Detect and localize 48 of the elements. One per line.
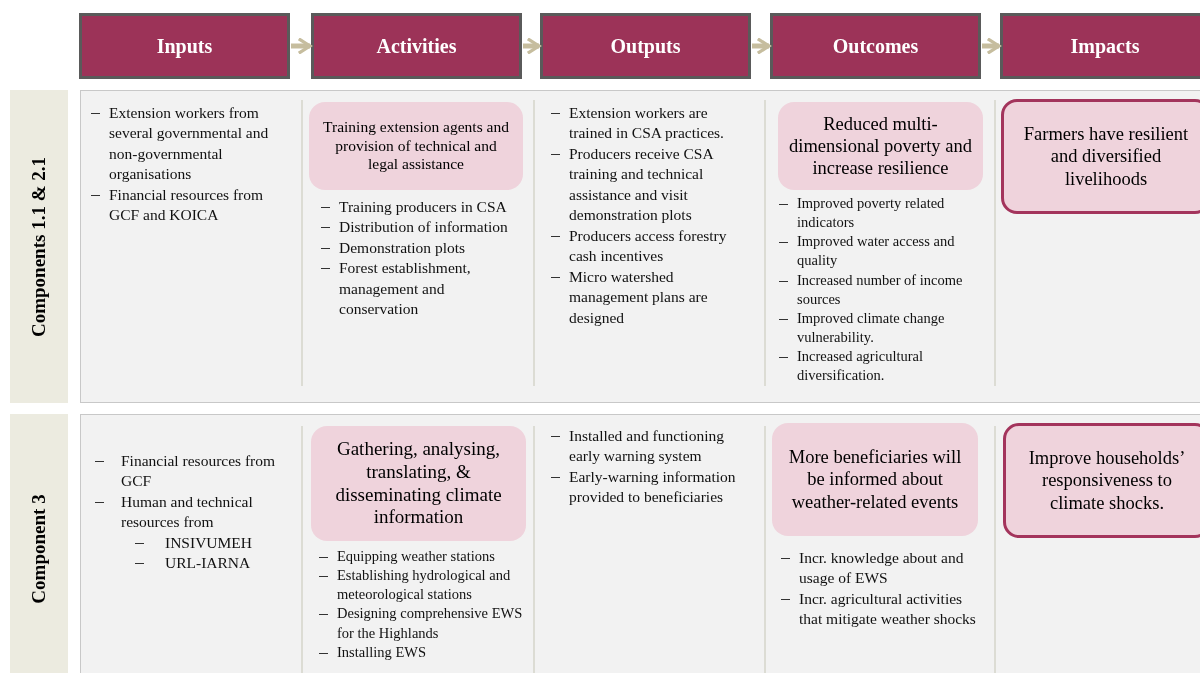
result-box: Gathering, analysing, translating, & disseminating climate information [311,426,526,541]
list-item: Incr. agricultural activities that mitigate weather shocks [779,588,984,630]
stage-header: Activities [311,13,522,79]
list-item: Improved poverty related indicators [777,194,989,233]
list-item: Improved water access and quality [777,232,989,271]
list-item: Training producers in CSA [319,197,519,218]
list-item: Producers receive CSA training and technical assistance and visit demonstration plots [549,143,754,226]
component-title: Component 3 [28,494,50,604]
impact-box: Improve households’ responsiveness to climate shocks. [1003,423,1200,538]
list-item: Increased agricultural diversification. [777,347,989,386]
list-item: Demonstration plots [319,237,519,259]
stage-header: Impacts [1000,13,1200,79]
sub-list-item: URL-IARNA [89,553,294,574]
list-item: Equipping weather stations [317,547,529,567]
list-item: Improved climate change vulnerability. [777,308,989,348]
stage-header: Inputs [79,13,290,79]
stage-header: Outcomes [770,13,981,79]
list-item: Financial resources from GCF and KOICA [89,184,289,226]
list-item: Extension workers are trained in CSA practices. [549,103,754,144]
list-item: Human and technical resources from [89,491,294,533]
list-item: Installed and functioning early warning system [549,426,754,467]
list-item: Extension workers from several governmental and non-governmental organisations [89,103,289,185]
list-item: Early-warning information provided to beneficiaries [549,466,754,508]
list-item: Establishing hydrological and meteorological stations [317,566,529,605]
arrow [752,37,771,55]
list-item: Micro watershed management plans are designed [549,266,754,328]
result-box: More beneficiaries will be informed about weather-related events [772,423,978,536]
arrow [982,37,1001,55]
arrow [523,37,541,55]
result-box: Training extension agents and provision of technical and legal assistance [309,102,523,190]
list-item: Distribution of information [319,217,519,238]
list-item: Producers access forestry cash incentives [549,225,754,267]
side-tab [10,414,68,673]
arrow [291,37,312,55]
component-title: Components 1.1 & 2.1 [28,156,50,337]
sub-list-item: INSIVUMEH [89,532,294,554]
list-item: Installing EWS [317,642,529,662]
impact-box: Farmers have resilient and diversified livelihoods [1001,99,1200,214]
list-item: Incr. knowledge about and usage of EWS [779,548,984,589]
component-panel [80,414,1200,673]
component-panel [80,90,1200,403]
list-item: Increased number of income sources [777,270,989,309]
list-item: Forest establishment, management and conservation [319,258,519,320]
stage-header: Outputs [540,13,751,79]
list-item: Designing comprehensive EWS for the Highlands [317,604,529,643]
side-tab [10,90,68,403]
result-box: Reduced multi-dimensional poverty and increase resilience [778,102,983,190]
list-item: Financial resources from GCF [89,451,294,492]
